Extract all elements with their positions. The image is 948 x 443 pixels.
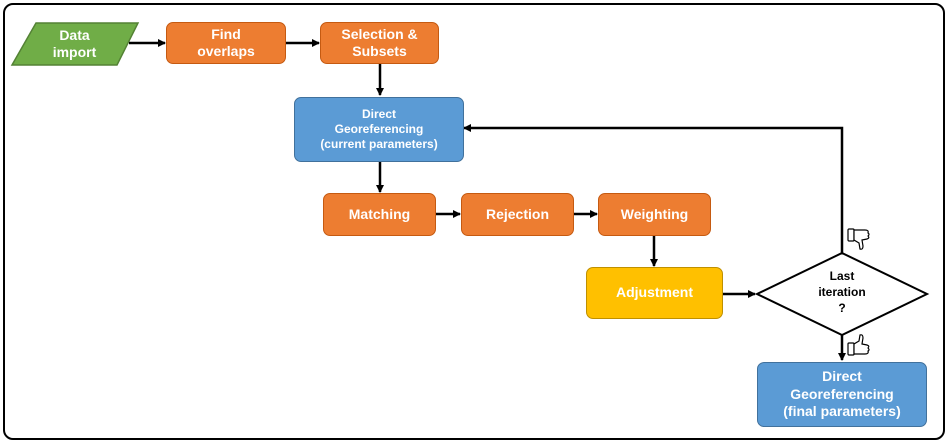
direct-georeferencing-final-label: Direct Georeferencing (final parameters) — [783, 368, 901, 420]
thumbs-up-icon — [847, 334, 870, 356]
rejection-label: Rejection — [485, 205, 549, 222]
data-import-shape — [10, 22, 140, 66]
weighting-label: Weighting — [620, 205, 689, 222]
find-overlaps-node: Find overlaps — [166, 22, 286, 64]
weighting-node: Weighting — [598, 193, 711, 236]
last-iteration-label: Last iteration ? — [818, 269, 866, 316]
direct-georeferencing-final-node: Direct Georeferencing (final parameters) — [757, 362, 927, 427]
arrow-loop-back — [463, 124, 844, 253]
adjustment-label: Adjustment — [616, 284, 693, 301]
matching-label: Matching — [348, 205, 411, 222]
thumbs-down-icon — [847, 228, 870, 250]
direct-georeferencing-current-label: Direct Georeferencing (current parameter… — [320, 107, 438, 151]
data-import-label: Data import — [52, 26, 97, 61]
selection-subsets-node: Selection & Subsets — [320, 22, 439, 64]
rejection-node: Rejection — [461, 193, 574, 236]
find-overlaps-label: Find overlaps — [197, 25, 255, 60]
adjustment-node: Adjustment — [586, 267, 723, 319]
selection-subsets-label: Selection & Subsets — [341, 25, 418, 60]
matching-node: Matching — [323, 193, 436, 236]
direct-georeferencing-current-node: Direct Georeferencing (current parameter… — [294, 97, 464, 162]
